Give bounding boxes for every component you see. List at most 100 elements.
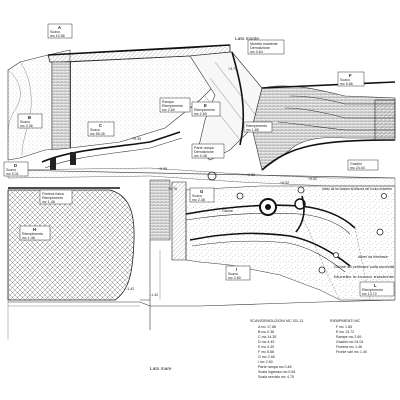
zone-middle-band bbox=[7, 167, 396, 187]
elev-9: +0.62 bbox=[308, 177, 317, 181]
elev-8: -1.42 bbox=[150, 293, 158, 297]
summary-riempimenti-title: RIEMPIMENTI MC bbox=[330, 319, 361, 323]
riempimenti-row: Gradini mc 24.04 bbox=[336, 340, 363, 344]
tag-f-label: Scavo bbox=[340, 78, 350, 82]
pillar-left bbox=[50, 158, 56, 170]
rampa-action: Riempimento bbox=[162, 104, 183, 108]
tag-b-id: B bbox=[28, 115, 31, 120]
tag-i-label: Scavo bbox=[228, 272, 238, 276]
tag-zone-f: F Scavo mc 5.66 bbox=[337, 71, 365, 87]
muretto-action: Demolizione bbox=[250, 46, 270, 50]
tag-zone-e: E Riempimento mc 2.69 bbox=[191, 101, 221, 117]
gradini-value: mc 24.04 bbox=[350, 166, 365, 170]
note-alberi-eliminare: Alberi da eliminare bbox=[358, 255, 388, 259]
elev-6: +0.52 bbox=[280, 181, 289, 185]
elev-1: +3.74 bbox=[228, 67, 237, 71]
tag-muretto-esistente: Muretto esistente Demolizione mc 0.64 bbox=[247, 39, 285, 55]
scavi-row: B mc 0.36 bbox=[258, 330, 274, 334]
tag-h-value: mc 1.46 bbox=[22, 236, 35, 240]
summary-scavi: SCAVI/DEMOLIZIONI MC 151.11 A mc 17.86 B… bbox=[250, 319, 303, 379]
tag-d-value: mc 5.31 bbox=[6, 172, 19, 176]
fioriera-action: Riempimento bbox=[42, 196, 63, 200]
elev-7: -1.42 bbox=[126, 287, 134, 291]
tag-rampa: Rampa Riempimento mc 2.69 bbox=[159, 97, 191, 113]
planter-wall bbox=[295, 195, 305, 233]
tag-l-label: Riempimento bbox=[362, 288, 383, 292]
label-lato-mare: Lato mare bbox=[150, 366, 172, 372]
zone-ramp bbox=[189, 51, 263, 161]
riempimenti-row: Fioriera mc 1.46 bbox=[336, 345, 362, 349]
tag-h-label: Riempimento bbox=[22, 232, 43, 236]
tag-f-value: mc 5.66 bbox=[340, 82, 353, 86]
note-glicine: Glicine bbox=[222, 209, 233, 213]
riempimenti-row: F mc 1.85 bbox=[336, 325, 352, 329]
tag-a-id: A bbox=[58, 25, 61, 30]
tag-i-value: mc 2.60 bbox=[228, 276, 241, 280]
elev-5: +0.82 bbox=[246, 173, 255, 177]
riempimenti-row: E mc 13.72 bbox=[336, 330, 354, 334]
tag-c-id: C bbox=[99, 123, 102, 128]
parte-rampa-value: mc 0.48 bbox=[194, 154, 207, 158]
note-muretto-tronco: Muretto in tronco esistente bbox=[334, 275, 394, 279]
tag-g-value: mc 2.48 bbox=[192, 198, 205, 202]
note-alberi-rialzare: Alberi da far rialzare all'altezza del t… bbox=[322, 187, 392, 191]
elev-3: +0.95 bbox=[158, 167, 167, 171]
scavi-row: A mc 17.86 bbox=[258, 325, 276, 329]
tag-l-id: L bbox=[374, 283, 377, 288]
scavi-row: F mc 5.66 bbox=[258, 350, 274, 354]
tag-e-label: Riempimento bbox=[194, 108, 215, 112]
tag-zone-d: D Scavo mc 5.31 bbox=[3, 161, 29, 177]
zone-steps-upper bbox=[251, 81, 396, 171]
tag-gradini: Gradini mc 24.04 bbox=[347, 159, 379, 171]
scavi-row: D mc 4.49 bbox=[258, 340, 274, 344]
tag-zone-b: B Scavo mc 0.36 bbox=[17, 113, 43, 129]
tag-d-id: D bbox=[14, 163, 17, 168]
elev-2: +0.95 bbox=[132, 137, 141, 141]
tag-l-value: mc 13.72 bbox=[362, 292, 377, 296]
scavi-row: C mc 14.35 bbox=[258, 335, 276, 339]
tag-e-id: E bbox=[204, 103, 207, 108]
riempimento-centrale-value: mc 1.85 bbox=[246, 128, 259, 132]
label-lato-monte: Lato monte bbox=[235, 36, 259, 42]
tag-d-label: Scavo bbox=[6, 168, 16, 172]
tag-a-label: Scavo bbox=[50, 30, 60, 34]
scavi-row: G mc 2.48 bbox=[258, 355, 275, 359]
summary-scavi-title: SCAVI/DEMOLIZIONI MC 151.11 bbox=[250, 319, 303, 323]
tag-zone-g: G Scavo mc 2.48 bbox=[189, 187, 215, 203]
tag-b-value: mc 0.36 bbox=[20, 124, 33, 128]
tag-b-label: Scavo bbox=[20, 120, 30, 124]
tag-i-id: I bbox=[236, 267, 237, 272]
tag-c-value: mc 55.45 bbox=[90, 132, 105, 136]
tag-zone-h: H Riempimento mc 1.46 bbox=[19, 225, 51, 241]
zone-f-strip bbox=[374, 99, 396, 141]
scavi-row: I mc 2.60 bbox=[258, 360, 273, 364]
riempimenti-row: Rampe mc 2.69 bbox=[336, 335, 361, 339]
zone-lower-right bbox=[185, 185, 396, 301]
scavi-row: Scala ingresso mc 0.64 bbox=[258, 370, 295, 374]
rampa-value: mc 2.69 bbox=[162, 108, 175, 112]
tag-zone-c: C Scavo mc 55.45 bbox=[87, 121, 115, 137]
summary-riempimenti: RIEMPIMENTI MC F mc 1.85 E mc 13.72 Ramp… bbox=[330, 319, 367, 354]
tag-zone-i: I Scavo mc 2.60 bbox=[225, 265, 251, 281]
elevations: +3.74 +0.95 +0.95 +0.76 +0.82 +0.52 -1.4… bbox=[126, 67, 317, 297]
central-stair bbox=[140, 179, 187, 301]
rampa-title: Rampa bbox=[162, 100, 174, 104]
scavi-row: E mc 4.49 bbox=[258, 345, 274, 349]
pillar-right bbox=[70, 152, 76, 165]
bottom-boundary bbox=[7, 299, 396, 340]
tag-riempimento-centrale: Riempimento mc 1.85 bbox=[243, 121, 273, 133]
tag-zone-a: A Scavo mc 10.56 bbox=[47, 23, 73, 39]
tag-h-id: H bbox=[33, 227, 36, 232]
fioriera-title: Fioriera rialza bbox=[42, 192, 64, 196]
parte-rampa-action: Demolizione bbox=[194, 150, 214, 154]
retaining-wall-inner bbox=[44, 137, 183, 169]
note-glicine-verificare: Glicine da verificare sulla sommità bbox=[334, 265, 394, 269]
tag-g-id: G bbox=[200, 189, 203, 194]
parte-rampa-title: Parte rampa bbox=[194, 146, 214, 150]
tag-c-label: Scavo bbox=[90, 128, 100, 132]
zone-lower-left-mass bbox=[7, 187, 135, 301]
tag-fioriera-rialza: Fioriera rialza Riempimento mc 1.46 bbox=[39, 189, 73, 205]
riempimenti-row: Fronte vari mc 1.40 bbox=[336, 350, 367, 354]
elev-4: +0.76 bbox=[168, 187, 177, 191]
